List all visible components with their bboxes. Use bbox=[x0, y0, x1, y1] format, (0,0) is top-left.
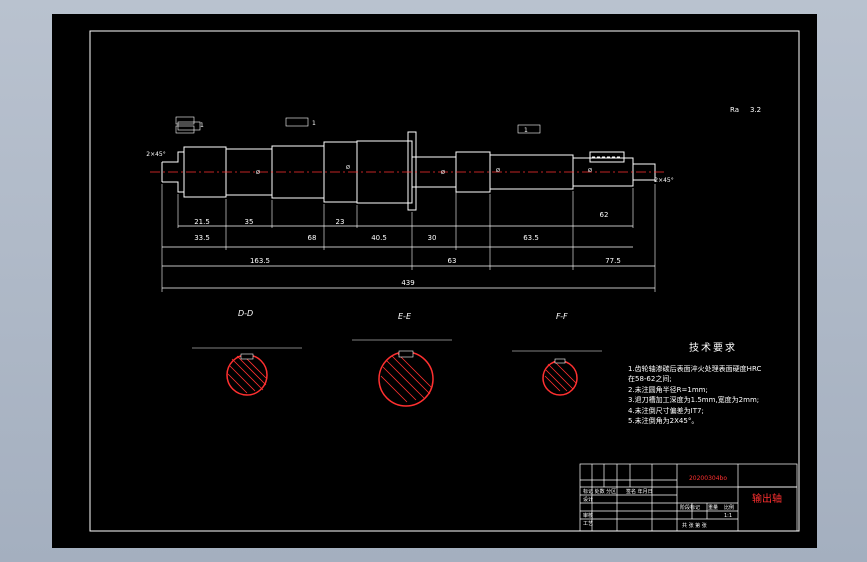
dim-33-5: 33.5 bbox=[194, 234, 210, 242]
chamfer-left: 2×45° bbox=[146, 151, 165, 158]
drawing-sheet: 21.5 35 23 40.5 30 63.5 62 33.5 68 63 77… bbox=[52, 14, 817, 548]
tb-row-review: 审核 bbox=[583, 512, 593, 519]
dim-35: 35 bbox=[245, 218, 254, 226]
dim-62: 62 bbox=[600, 211, 609, 219]
svg-text:Ø: Ø bbox=[588, 167, 592, 174]
tech-title: 技术要求 bbox=[689, 343, 737, 354]
chamfer-right: 2×45° bbox=[654, 177, 673, 184]
tb-stage: 阶段标记 bbox=[680, 504, 700, 511]
tech-line-1: 1.齿轮轴渗碳后表面淬火处理表面硬度HRC bbox=[628, 364, 762, 373]
dim-40-5: 40.5 bbox=[371, 234, 387, 242]
dim-77-5: 77.5 bbox=[605, 257, 621, 265]
section-f bbox=[512, 350, 602, 396]
svg-text:Ra: Ra bbox=[730, 106, 739, 114]
tb-row-design: 设计 bbox=[583, 496, 593, 503]
tech-line-6: 5.未注倒角为2X45°。 bbox=[628, 417, 699, 425]
svg-text:Ø: Ø bbox=[346, 164, 350, 171]
dimension-lines bbox=[162, 225, 655, 289]
title-block-grid bbox=[579, 463, 798, 532]
part-name: 输出轴 bbox=[752, 492, 782, 505]
svg-text:1: 1 bbox=[200, 122, 204, 129]
tb-scale: 比例 bbox=[724, 504, 734, 511]
tech-line-2: 在58-62之间; bbox=[628, 375, 672, 383]
tolerance-frames bbox=[175, 116, 541, 134]
tb-scale-value: 1:1 bbox=[724, 513, 732, 519]
roughness-value: 3.2 bbox=[750, 106, 761, 114]
extension-lines bbox=[161, 184, 656, 292]
svg-text:Ø: Ø bbox=[496, 167, 500, 174]
svg-text:Ø: Ø bbox=[256, 169, 260, 176]
section-d-label: D-D bbox=[238, 309, 253, 318]
dim-21-5: 21.5 bbox=[194, 218, 210, 226]
svg-text:Ø: Ø bbox=[441, 169, 445, 176]
section-d bbox=[192, 347, 302, 396]
shaft-outline bbox=[161, 131, 656, 211]
dim-163-5: 163.5 bbox=[250, 257, 270, 265]
section-f-label: F-F bbox=[556, 312, 568, 321]
dim-63-5: 63.5 bbox=[523, 234, 539, 242]
dim-63: 63 bbox=[448, 257, 457, 265]
dim-30: 30 bbox=[428, 234, 437, 242]
svg-text:1: 1 bbox=[524, 127, 528, 134]
drawing-canvas: 21.5 35 23 40.5 30 63.5 62 33.5 68 63 77… bbox=[89, 30, 800, 532]
tech-line-3: 2.未注圆角半径R=1mm; bbox=[628, 385, 708, 394]
tb-sign: 签名 年月日 bbox=[626, 488, 653, 495]
svg-text:1: 1 bbox=[312, 120, 316, 127]
drawing-number: 20200304bo bbox=[689, 475, 727, 482]
tech-line-5: 4.未注倒尺寸偏差为IT7; bbox=[628, 406, 704, 415]
tb-sheets: 共 张 第 张 bbox=[682, 522, 707, 529]
section-e bbox=[352, 339, 452, 407]
tb-row-process: 工艺 bbox=[583, 521, 593, 527]
tb-weight: 重量 bbox=[708, 504, 718, 511]
technical-requirements: 技术要求 1.齿轮轴渗碳后表面淬火处理表面硬度HRC 在58-62之间; 2.未… bbox=[628, 343, 798, 427]
surface-marks: 1 1 1 Ø Ø Ø Ø Ø Ra bbox=[200, 106, 739, 176]
tb-row-mark: 标记 处数 分区 bbox=[583, 488, 616, 495]
dim-68: 68 bbox=[308, 234, 317, 242]
section-e-label: E-E bbox=[398, 312, 412, 321]
drawing-frame bbox=[89, 30, 800, 532]
tech-line-4: 3.退刀槽加工深度为1.5mm,宽度为2mm; bbox=[628, 396, 760, 404]
dim-total: 439 bbox=[401, 279, 414, 287]
dim-23: 23 bbox=[336, 218, 345, 226]
